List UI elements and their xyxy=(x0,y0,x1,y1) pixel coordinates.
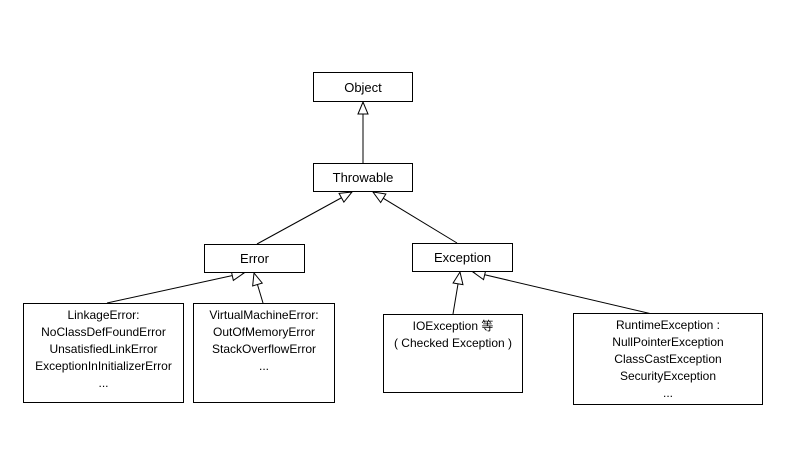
runtime-exception-line: ClassCastException xyxy=(614,352,722,366)
linkage-error-line: ExceptionInInitializerError xyxy=(35,359,172,373)
edge-virtualmachineerror-to-error xyxy=(254,273,264,304)
class-node-runtime-exception: RuntimeException : NullPointerException … xyxy=(573,313,763,405)
virtual-machine-error-line: ... xyxy=(258,359,269,373)
class-node-io-exception: IOException 等 ( Checked Exception ) xyxy=(383,314,523,393)
edge-linkageerror-to-error xyxy=(106,273,244,304)
virtual-machine-error-line: StackOverflowError xyxy=(211,342,317,356)
edge-ioexception-to-exception xyxy=(453,272,460,315)
io-exception-line: ( Checked Exception ) xyxy=(393,336,513,350)
edge-exception-to-throwable xyxy=(373,192,458,244)
linkage-error-line: NoClassDefFoundError xyxy=(41,325,166,339)
edge-runtimeexception-to-exception xyxy=(473,272,653,315)
virtual-machine-error-line: OutOfMemoryError xyxy=(212,325,315,339)
class-node-linkage-error: LinkageError: NoClassDefFoundError Unsat… xyxy=(23,303,184,403)
edge-error-to-throwable xyxy=(256,192,352,245)
class-node-object: Object xyxy=(313,72,413,102)
runtime-exception-line: SecurityException xyxy=(619,369,717,383)
class-node-error: Error xyxy=(204,244,305,273)
runtime-exception-line: ... xyxy=(662,386,673,400)
class-node-error-label: Error xyxy=(240,251,269,266)
io-exception-line: IOException 等 xyxy=(412,319,494,333)
linkage-error-line: UnsatisfiedLinkError xyxy=(49,342,158,356)
class-node-virtual-machine-error: VirtualMachineError: OutOfMemoryError St… xyxy=(193,303,335,403)
class-node-exception: Exception xyxy=(412,243,513,272)
runtime-exception-line: RuntimeException : xyxy=(615,318,721,332)
runtime-exception-line: NullPointerException xyxy=(612,335,724,349)
class-node-throwable-label: Throwable xyxy=(332,170,394,185)
virtual-machine-error-line: VirtualMachineError: xyxy=(209,308,319,322)
linkage-error-line: LinkageError: xyxy=(67,308,140,322)
class-node-throwable: Throwable xyxy=(313,163,413,192)
linkage-error-line: ... xyxy=(98,376,109,390)
class-node-exception-label: Exception xyxy=(433,250,492,265)
class-node-object-label: Object xyxy=(344,79,382,95)
